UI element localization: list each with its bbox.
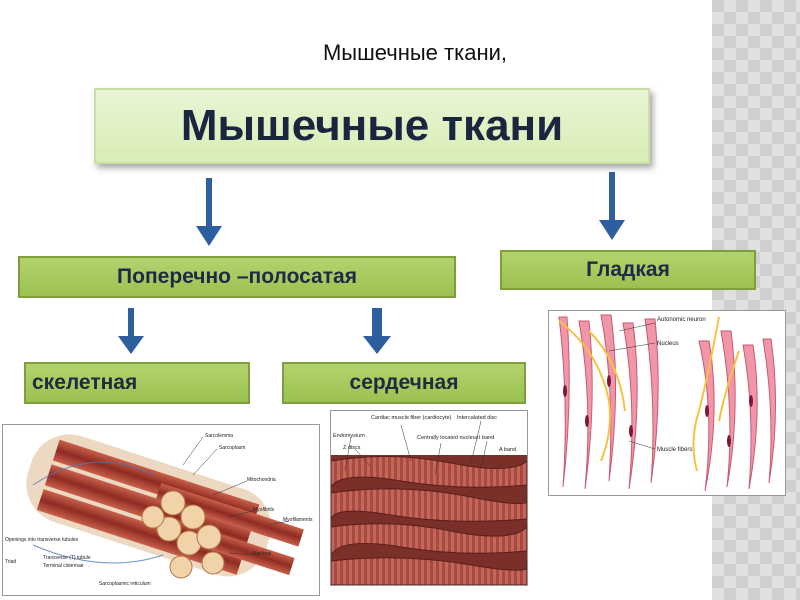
fig-label: Myofilaments (283, 517, 313, 523)
fig-label: Triad (5, 559, 16, 565)
slide-subtitle: Мышечные ткани, (322, 40, 508, 65)
fig-label: Cardiac muscle fiber (cardiocyte) (371, 415, 452, 421)
fig-label: Z discs (343, 445, 361, 451)
fig-label: Openings into transverse tubules (5, 537, 79, 543)
arrow-down-icon (363, 308, 391, 354)
fig-label: Mitochondria (247, 477, 276, 483)
fig-label: Sarcoplasm (219, 445, 245, 451)
skeletal-box: скелетная (24, 362, 250, 404)
fig-label: Sarcoplasmic reticulum (99, 581, 151, 587)
fig-label: Nucleus (657, 341, 679, 347)
main-title-box: Мышечные ткани (94, 88, 650, 164)
smooth-muscle-image: Autonomic neuron Nucleus Muscle fibers (548, 310, 786, 496)
fig-label: Centrally located nucleus (417, 435, 479, 441)
fig-label: Nucleus (253, 551, 272, 557)
fig-label: Autonomic neuron (657, 317, 706, 323)
fig-label: A band (499, 447, 516, 453)
fig-label: Terminal cisternae (43, 563, 84, 569)
arrow-down-icon (118, 308, 144, 354)
fig-label: I band (479, 435, 494, 441)
fig-label: Intercalated disc (457, 415, 497, 421)
arrow-down-icon (196, 178, 222, 246)
skeletal-muscle-image: Sarcolemma Sarcoplasm Mitochondria Myofi… (2, 424, 320, 596)
fig-label: Muscle fibers (657, 447, 692, 453)
cross-striated-box: Поперечно –полосатая (18, 256, 456, 298)
cardiac-muscle-image: Cardiac muscle fiber (cardiocyte) Interc… (330, 410, 528, 586)
background-pattern (712, 0, 800, 600)
fig-label: Sarcolemma (205, 433, 233, 439)
cardiac-box: сердечная (282, 362, 526, 404)
fig-label: Transverse (T) tubule (43, 555, 91, 561)
arrow-down-icon (599, 172, 625, 240)
smooth-box: Гладкая (500, 250, 756, 290)
fig-label: Endomysium (333, 433, 365, 439)
fig-label: Myofibrils (253, 507, 275, 513)
